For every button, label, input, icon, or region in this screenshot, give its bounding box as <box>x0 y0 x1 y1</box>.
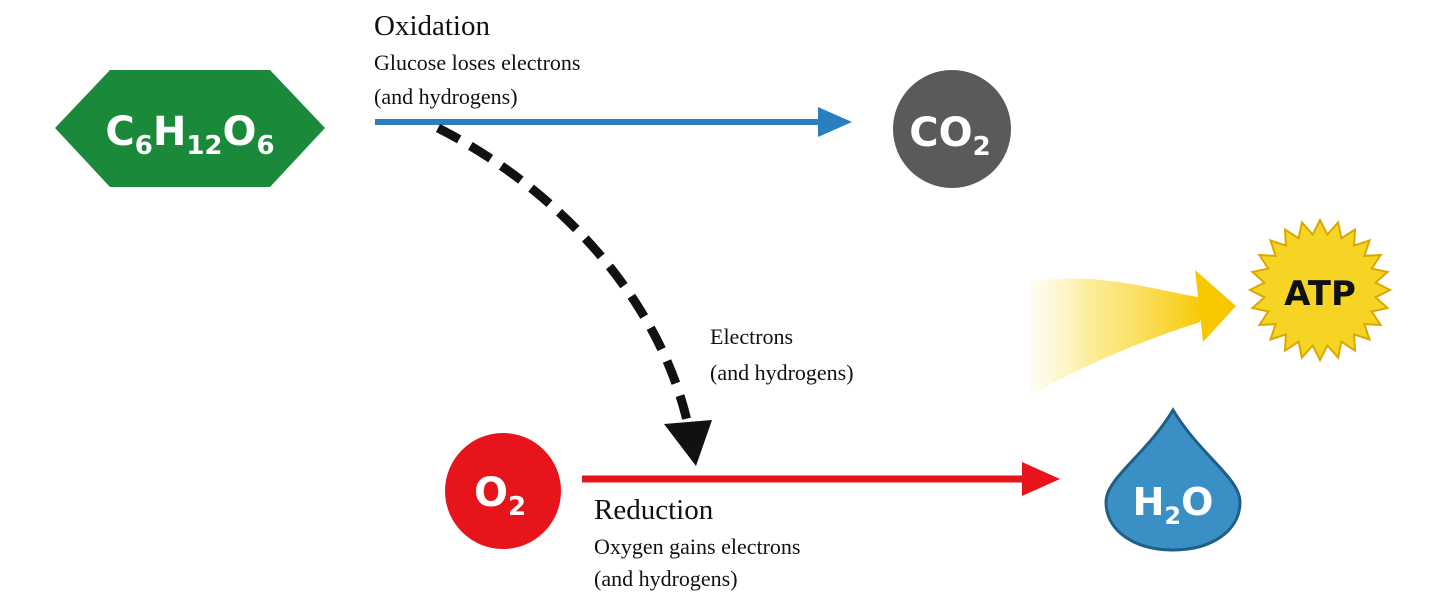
energy-flow-arrow-head <box>1195 270 1236 342</box>
oxidation-arrow-head <box>818 107 852 137</box>
o2-label: O2 <box>474 470 526 522</box>
glucose-sub-3: 6 <box>257 131 275 161</box>
reduction-arrow-head <box>1022 462 1060 496</box>
h2o-drop <box>1104 407 1242 552</box>
glucose-sub-1: 6 <box>135 131 153 161</box>
reduction-line-1: Oxygen gains electrons <box>594 534 801 559</box>
electron-transfer-arrow-head <box>664 420 712 466</box>
h2o-sub: 2 <box>1164 502 1181 530</box>
co2-circle <box>893 70 1011 188</box>
glucose-sub-2: 12 <box>186 131 222 161</box>
electrons-line-2: (and hydrogens) <box>710 360 854 385</box>
energy-flow-arrow <box>1030 278 1205 395</box>
oxidation-title: Oxidation <box>374 10 490 42</box>
reduction-line-2: (and hydrogens) <box>594 566 738 591</box>
co2-label: CO2 <box>909 110 990 162</box>
oxidation-line-1: Glucose loses electrons <box>374 50 581 75</box>
glucose-label: C6H12O6 <box>105 109 274 161</box>
glucose-hexagon <box>55 70 325 187</box>
h2o-label: H2O <box>1133 480 1214 530</box>
electrons-line-1: Electrons <box>710 324 794 349</box>
oxidation-line-2: (and hydrogens) <box>374 84 518 109</box>
o2-sub: 2 <box>508 492 526 522</box>
electron-transfer-curve <box>435 123 693 426</box>
co2-sub: 2 <box>973 132 991 162</box>
reduction-title: Reduction <box>594 494 714 526</box>
atp-starburst <box>1247 217 1393 363</box>
o2-circle <box>445 433 561 549</box>
atp-label: ATP <box>1284 274 1356 314</box>
